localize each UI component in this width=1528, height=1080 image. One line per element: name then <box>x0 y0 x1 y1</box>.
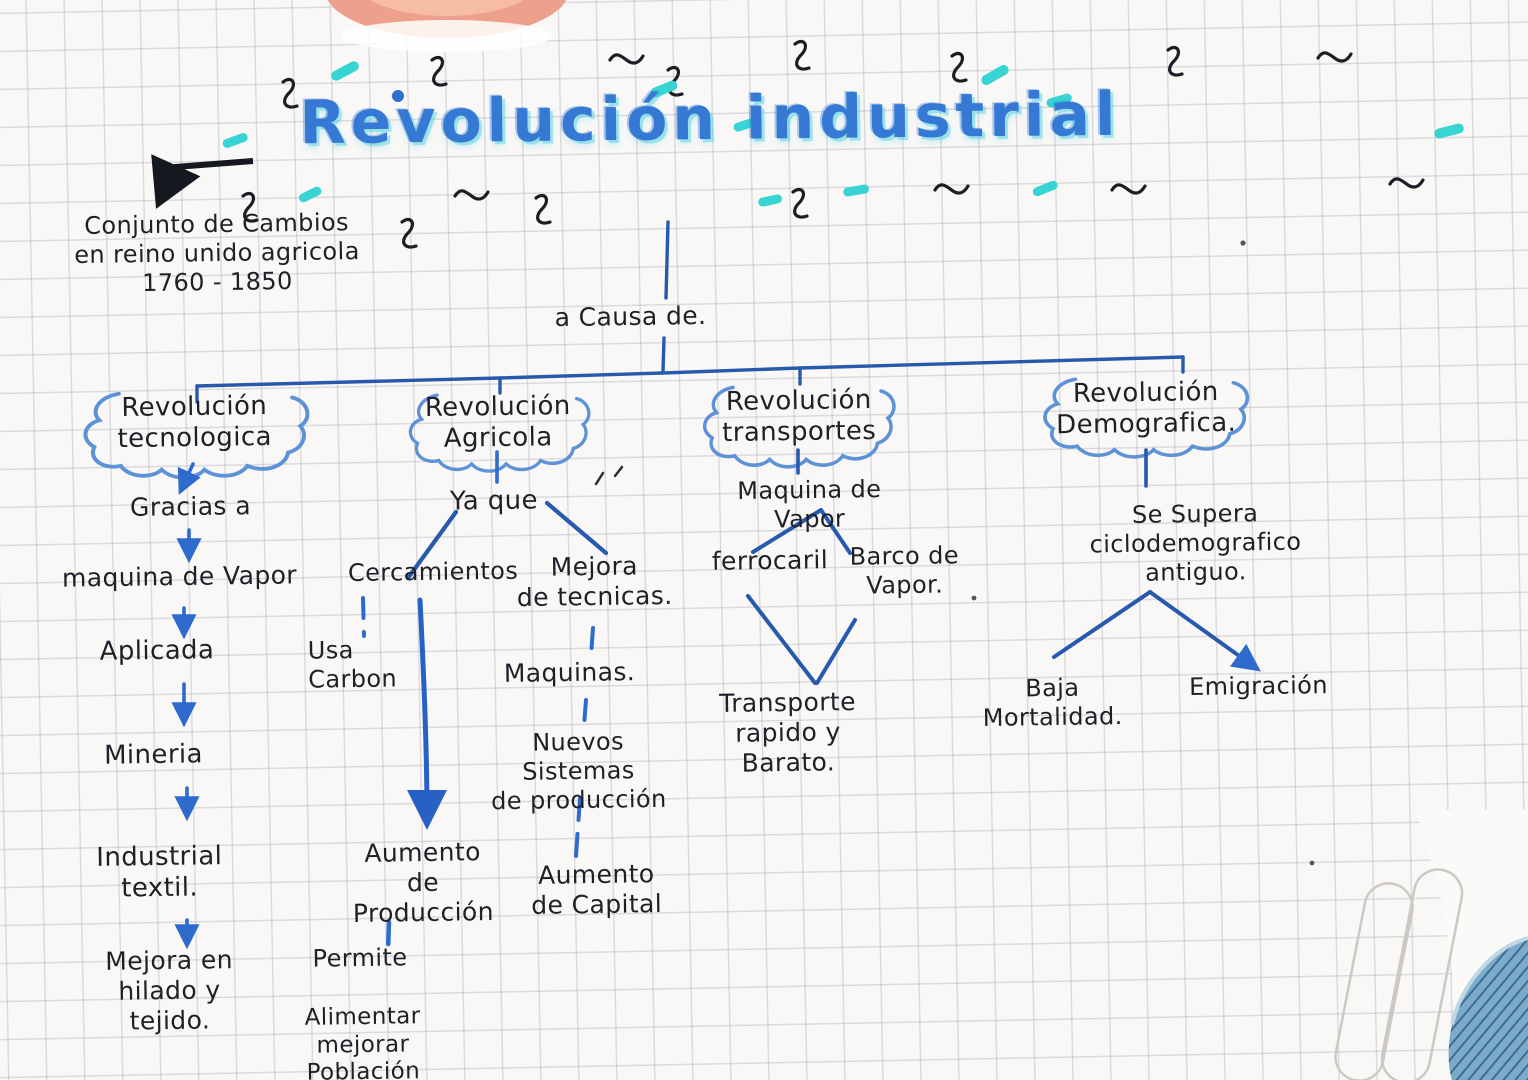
page-title: Revolución industrial <box>299 79 1121 159</box>
cloud-demo-label: Revolución Demografica. <box>1055 376 1237 441</box>
trans-node-maquina-vapor: Maquina de Vapor <box>737 474 882 534</box>
demo-node-supera-ciclo: Se Supera ciclodemografico antiguo. <box>1089 499 1302 587</box>
intro-note: Conjunto de Cambios en reino unido agric… <box>74 208 360 297</box>
trans-node-ferrocaril: ferrocaril <box>711 545 829 576</box>
fabric-corner <box>1448 936 1528 1080</box>
trunk-connectors <box>195 220 1185 404</box>
agri-node-usa-carbon: Usa Carbon <box>307 636 398 694</box>
trans-node-barco-vapor: Barco de Vapor. <box>849 541 960 600</box>
squiggle-decorations <box>241 39 1425 249</box>
agri-node-cercamientos: Cercamientos <box>347 556 519 588</box>
agri-branch-connectors <box>361 450 624 955</box>
agri-node-ya-que: Ya que <box>449 485 539 517</box>
trans-node-transporte-rapido: Transporte rapido y Barato. <box>719 687 857 778</box>
agri-node-maquinas: Maquinas. <box>503 657 636 688</box>
tech-node-mejora-hilado: Mejora en hilado y tejido. <box>105 945 234 1036</box>
agri-node-mejora-tecnicas: Mejora de tecnicas. <box>516 551 673 613</box>
demo-node-baja-mortalidad: Baja Mortalidad. <box>982 673 1123 732</box>
agri-node-aumento-produccion: Aumento de Producción <box>352 837 495 928</box>
demo-branch-connectors <box>1052 448 1261 672</box>
demo-node-emigracion: Emigración <box>1188 671 1329 701</box>
tech-node-industrial-textil: Industrial textil. <box>96 841 223 904</box>
stray-marks <box>971 240 1315 866</box>
cyan-highlight-dashes <box>222 61 1464 207</box>
cloud-agri-label: Revolución Agricola <box>424 390 571 454</box>
tech-branch-arrows <box>171 462 202 950</box>
agri-node-alimentar: Alimentar mejorar Población <box>304 1003 421 1080</box>
tech-node-mineria: Mineria <box>103 739 204 771</box>
note-pointer-arrow <box>151 154 254 209</box>
agri-node-aumento-capital: Aumento de Capital <box>531 859 663 920</box>
tech-node-maquina-vapor: maquina de Vapor <box>61 560 298 593</box>
tech-node-gracias: Gracias a <box>129 491 252 522</box>
fingertip-photo-artifact <box>327 0 567 52</box>
agri-node-nuevos-sistemas: Nuevos Sistemas de producción <box>490 727 667 815</box>
cloud-tech-label: Revolución tecnologica <box>117 390 273 455</box>
cause-label: a Causa de. <box>554 300 707 333</box>
tech-node-aplicada: Aplicada <box>99 635 215 667</box>
trans-branch-connectors <box>746 448 857 685</box>
agri-node-permite: Permite <box>312 943 408 973</box>
cloud-trans-label: Revolución transportes <box>721 384 877 449</box>
